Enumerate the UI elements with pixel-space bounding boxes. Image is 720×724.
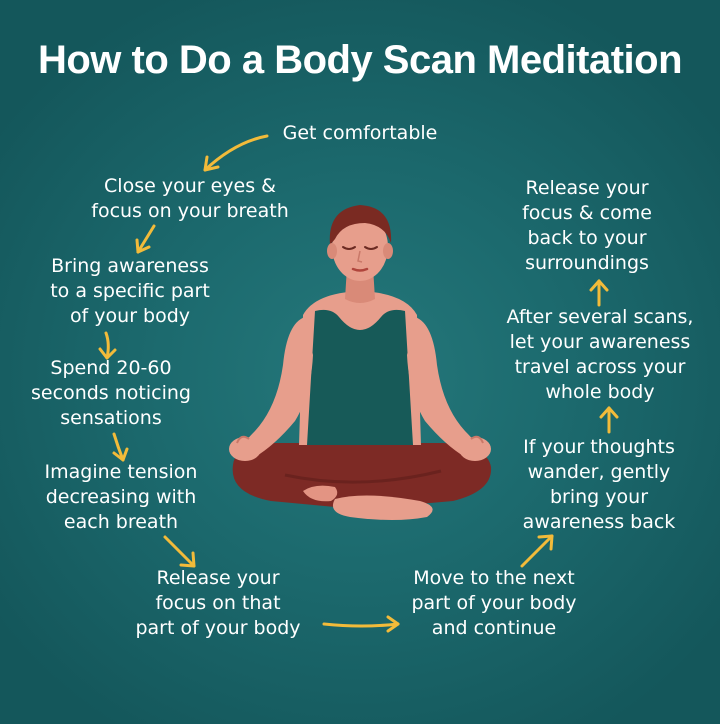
left-arm	[241, 317, 313, 457]
right-foot	[303, 485, 338, 502]
step-2-close-eyes: Close your eyes & focus on your breath	[91, 175, 289, 222]
hair	[329, 205, 392, 245]
step-5-imagine-tension: Imagine tension decreasing with each bre…	[44, 461, 198, 533]
arrow-9-to-10-icon	[589, 279, 609, 307]
step-4-spend-seconds: Spend 20-60 seconds noticing sensations	[31, 357, 191, 429]
face	[332, 213, 388, 281]
step-9-several-scans: After several scans, let your awareness …	[506, 306, 694, 403]
right-hand	[459, 437, 491, 461]
pants	[232, 443, 492, 509]
left-foot	[332, 495, 433, 520]
left-hand	[229, 437, 261, 461]
arrow-1-to-2-icon	[203, 134, 269, 172]
arrow-2-to-3-icon	[135, 224, 156, 254]
right-arm	[407, 317, 479, 457]
arrow-3-to-4-icon	[98, 331, 117, 360]
arrow-4-to-5-icon	[112, 432, 129, 462]
arrow-7-to-8-icon	[520, 534, 554, 568]
arrow-5-to-6-icon	[163, 535, 196, 568]
step-8-thoughts-wander: If your thoughts wander, gently bring yo…	[522, 436, 676, 533]
tank-top	[307, 309, 413, 445]
meditating-person-illustration	[229, 205, 492, 520]
arrow-6-to-7-icon	[322, 615, 400, 633]
step-6-release-focus-part: Release your focus on that part of your …	[135, 567, 301, 639]
arrow-8-to-9-icon	[599, 406, 619, 434]
page-title: How to Do a Body Scan Meditation	[37, 38, 683, 82]
step-1-get-comfortable: Get comfortable	[282, 122, 438, 144]
step-10-release-surroundings: Release your focus & come back to your s…	[522, 177, 652, 274]
step-3-bring-awareness: Bring awareness to a specific part of yo…	[50, 255, 210, 327]
step-7-move-next-part: Move to the next part of your body and c…	[411, 567, 577, 639]
